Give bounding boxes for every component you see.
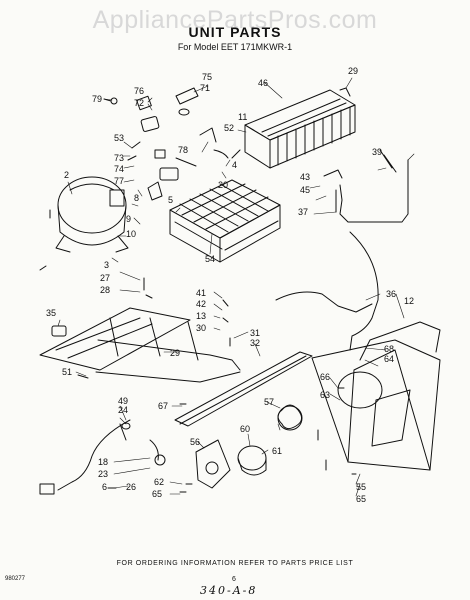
- callout-35: 35: [46, 308, 56, 318]
- callout-66: 66: [320, 372, 330, 382]
- handwritten-annotation: 340-A-8: [200, 584, 258, 597]
- callout-13: 13: [196, 311, 206, 321]
- condenser-coil: [231, 87, 356, 169]
- compressor: [55, 176, 129, 253]
- callout-8: 8: [134, 193, 139, 203]
- callout-65: 65: [152, 489, 162, 499]
- callout-27: 27: [100, 273, 110, 283]
- diagram-title: UNIT PARTS: [188, 24, 282, 40]
- callout-52: 52: [224, 123, 234, 133]
- callout-55: 55: [356, 482, 366, 492]
- callout-71: 71: [200, 83, 210, 93]
- callout-64: 64: [384, 354, 394, 364]
- front-rail: [174, 351, 313, 427]
- fasteners: [39, 209, 357, 493]
- callout-30: 30: [196, 323, 206, 333]
- fan-motor: [237, 445, 267, 476]
- callout-18: 18: [98, 457, 108, 467]
- site-watermark: AppliancePartsPros.com: [92, 6, 378, 34]
- callout-67: 67: [158, 401, 168, 411]
- callout-75: 75: [202, 72, 212, 82]
- callout-62: 62: [154, 477, 164, 487]
- callout-72: 72: [134, 98, 144, 108]
- callout-labels: 75 71 46 29 79 76 72 11 52 53 78 73 74 7…: [46, 66, 414, 504]
- callout-3: 3: [104, 260, 109, 270]
- callout-11: 11: [238, 112, 247, 122]
- model-subtitle: For Model EET 171MKWR-1: [177, 42, 293, 52]
- callout-5: 5: [168, 195, 173, 205]
- callout-36: 36: [386, 289, 396, 299]
- callout-60: 60: [240, 424, 250, 434]
- callout-79: 79: [92, 94, 102, 104]
- motor-bracket: [195, 439, 231, 489]
- tubing-lines: [275, 149, 409, 351]
- callout-41: 41: [196, 288, 206, 298]
- callout-51: 51: [62, 367, 72, 377]
- callout-49: 49: [118, 396, 128, 406]
- callout-68: 68: [384, 344, 394, 354]
- base-frame: [39, 307, 241, 383]
- callout-46: 46: [258, 78, 268, 88]
- callout-23: 23: [98, 469, 108, 479]
- fan-shroud: [311, 321, 441, 471]
- wiring-harness: [39, 419, 166, 495]
- callout-77: 77: [114, 176, 124, 186]
- callout-20: 20: [218, 180, 228, 190]
- callout-63: 63: [320, 390, 330, 400]
- document-code: 980277: [5, 576, 26, 582]
- callout-37: 37: [298, 207, 308, 217]
- callout-53: 53: [114, 133, 124, 143]
- callout-54: 54: [205, 254, 215, 264]
- callout-43: 43: [300, 172, 310, 182]
- callout-29: 29: [348, 66, 358, 76]
- condenser-fan: [277, 404, 303, 431]
- leader-lines: [57, 77, 415, 497]
- callout-4: 4: [232, 160, 237, 170]
- callout-32: 32: [250, 338, 260, 348]
- callout-39: 39: [372, 147, 382, 157]
- callout-78: 78: [178, 145, 188, 155]
- callout-45: 45: [300, 185, 310, 195]
- callout-29: 29: [170, 348, 180, 358]
- callout-61: 61: [272, 446, 282, 456]
- callout-10: 10: [126, 229, 136, 239]
- callout-76: 76: [134, 86, 144, 96]
- callout-6: 6: [102, 482, 107, 492]
- callout-9: 9: [126, 214, 131, 224]
- callout-31: 31: [250, 328, 260, 338]
- callout-24: 24: [118, 405, 128, 415]
- callout-26: 26: [126, 482, 136, 492]
- callout-56: 56: [190, 437, 200, 447]
- evaporator-coil: [169, 179, 281, 263]
- callout-57: 57: [264, 397, 274, 407]
- callout-65: 65: [356, 494, 366, 504]
- page-number: 6: [232, 576, 236, 583]
- callout-28: 28: [100, 285, 110, 295]
- callout-74: 74: [114, 164, 124, 174]
- callout-42: 42: [196, 299, 206, 309]
- relay-overload-parts: [103, 87, 229, 201]
- callout-2: 2: [64, 170, 69, 180]
- callout-12: 12: [404, 296, 414, 306]
- callout-73: 73: [114, 153, 124, 163]
- ordering-footer: FOR ORDERING INFORMATION REFER TO PARTS …: [116, 560, 354, 567]
